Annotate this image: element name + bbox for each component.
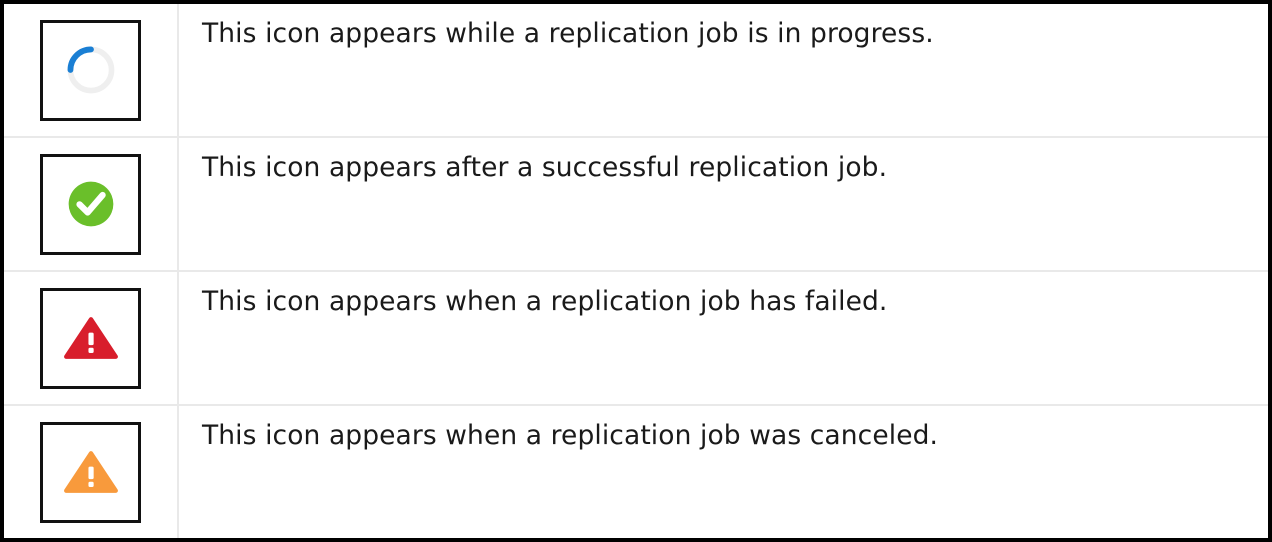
description-cell: This icon appears when a replication job… xyxy=(179,406,1268,538)
icon-cell xyxy=(4,406,179,538)
canceled-warning-triangle-icon xyxy=(63,451,118,493)
description-cell: This icon appears when a replication job… xyxy=(179,272,1268,404)
icon-cell xyxy=(4,272,179,404)
table-row: This icon appears while a replication jo… xyxy=(4,4,1268,138)
row-description: This icon appears when a replication job… xyxy=(202,420,939,451)
icon-box xyxy=(40,153,141,255)
spinner-in-progress-icon xyxy=(67,46,114,94)
table-row: This icon appears after a successful rep… xyxy=(4,138,1268,272)
row-description: This icon appears while a replication jo… xyxy=(202,18,934,49)
icon-box xyxy=(40,421,141,523)
table-row: This icon appears when a replication job… xyxy=(4,406,1268,538)
description-cell: This icon appears while a replication jo… xyxy=(179,4,1268,136)
icon-cell xyxy=(4,4,179,136)
error-warning-triangle-icon xyxy=(63,317,118,359)
table-row: This icon appears when a replication job… xyxy=(4,272,1268,406)
row-description: This icon appears when a replication job… xyxy=(202,286,888,317)
icon-box xyxy=(40,19,141,121)
description-cell: This icon appears after a successful rep… xyxy=(179,138,1268,270)
success-check-circle-icon xyxy=(68,181,113,227)
row-description: This icon appears after a successful rep… xyxy=(202,152,888,183)
icon-cell xyxy=(4,138,179,270)
icon-box xyxy=(40,287,141,389)
